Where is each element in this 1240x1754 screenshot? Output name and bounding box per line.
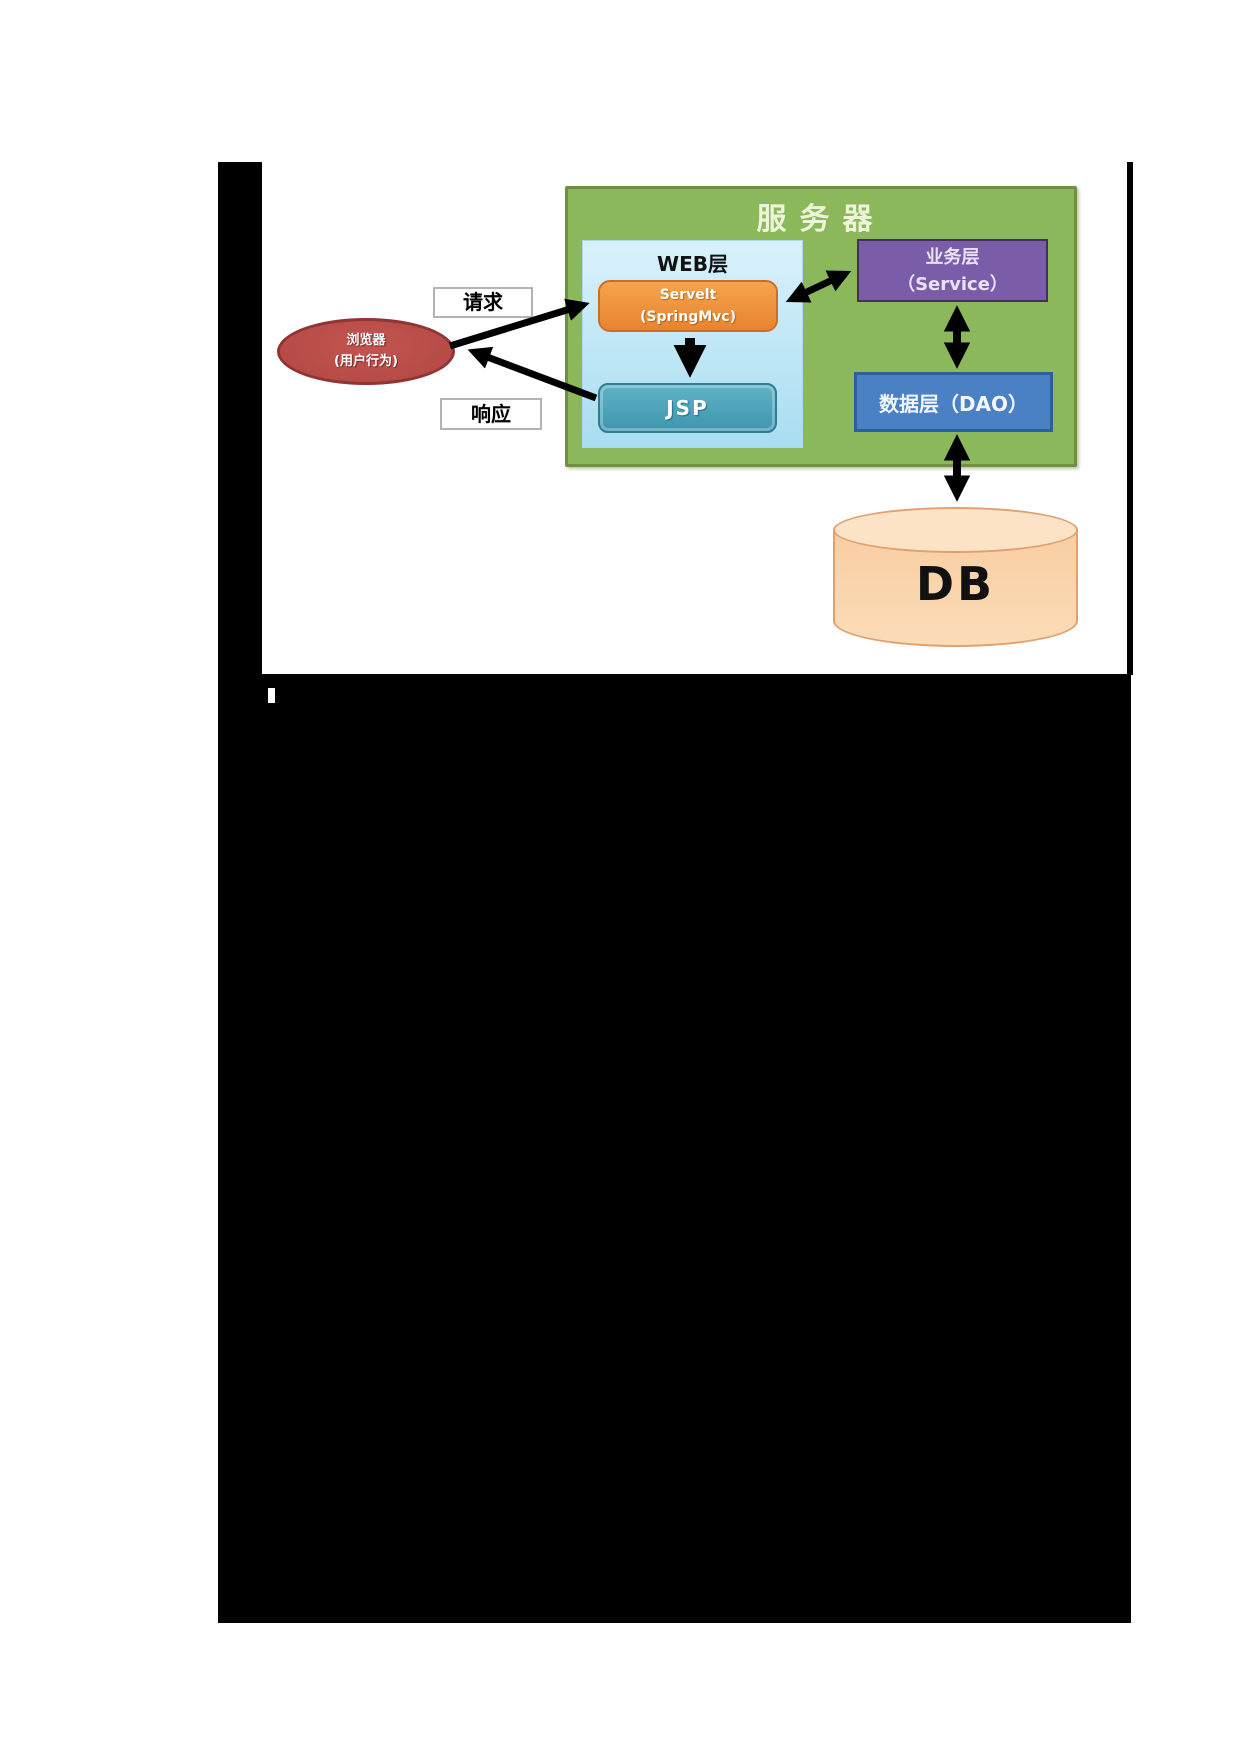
redacted-strip-left <box>218 162 262 675</box>
service-label-line2: （Service） <box>897 273 1008 295</box>
servlet-label-line1: Servelt <box>659 286 717 303</box>
redacted-strip-right <box>1127 162 1133 675</box>
browser-node: 浏览器 (用户行为) <box>277 318 455 385</box>
service-label-line1: 业务层 <box>925 246 980 268</box>
servlet-node: Servelt (SpringMvc) <box>598 280 778 332</box>
database-cylinder: DB <box>833 507 1078 647</box>
cylinder-top-face <box>833 507 1078 553</box>
jsp-node: JSP <box>598 383 777 433</box>
dao-layer-node: 数据层（DAO） <box>854 372 1053 432</box>
web-layer-title: WEB层 <box>657 252 728 276</box>
servlet-label-line2: (SpringMvc) <box>640 309 736 325</box>
browser-label-line2: (用户行为) <box>334 353 398 369</box>
db-label: DB <box>915 557 996 611</box>
server-title: 服务器 <box>756 202 886 237</box>
response-label: 响应 <box>440 398 542 430</box>
browser-label-line1: 浏览器 <box>346 332 386 348</box>
server-container: 服务器 WEB层 Servelt (SpringMvc) JSP 业务层 （Se… <box>565 186 1077 467</box>
redacted-block <box>218 674 1131 1623</box>
service-layer-node: 业务层 （Service） <box>857 239 1048 302</box>
text-cursor <box>268 688 275 703</box>
request-label: 请求 <box>433 287 533 318</box>
web-layer-box: WEB层 Servelt (SpringMvc) JSP <box>582 240 803 448</box>
